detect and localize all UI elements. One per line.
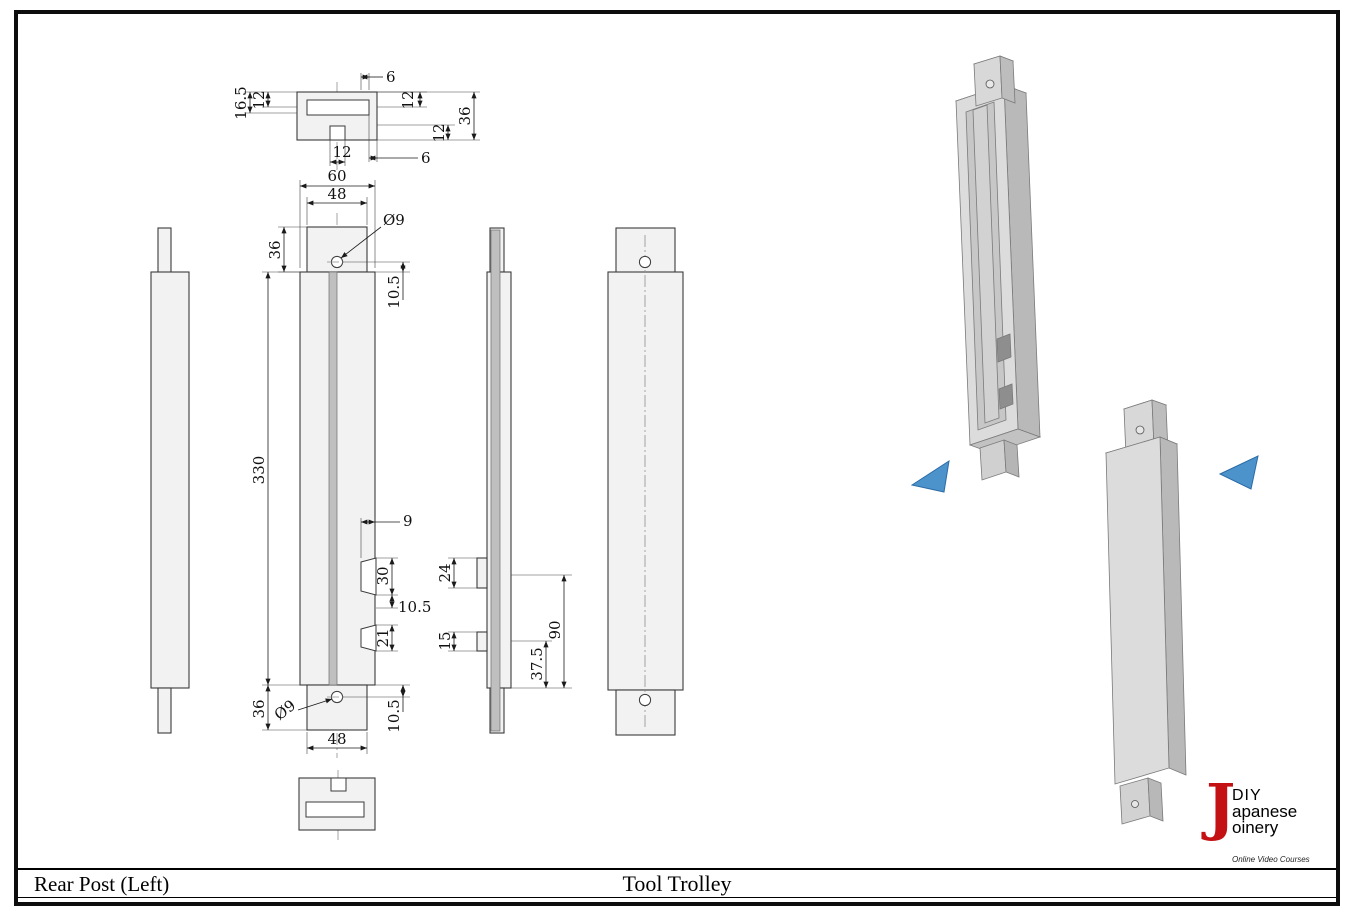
logo-line-joinery: oinery: [1232, 818, 1279, 837]
dim-label: 10.5: [398, 598, 431, 616]
dim-label: 21: [374, 628, 392, 647]
dim-label: 330: [250, 456, 268, 485]
dim-label: 9: [403, 512, 413, 530]
dim-label: 90: [546, 620, 564, 639]
dim-label: 6: [421, 149, 431, 167]
logo-j-glyph: J: [1206, 770, 1236, 843]
logo-line-diy: DIY: [1232, 787, 1262, 804]
view-bottom-section: [298, 770, 376, 840]
dim-label: 24: [436, 563, 454, 582]
dim-label: Ø9: [271, 696, 299, 724]
dim-label: 30: [374, 566, 392, 585]
isometric-view-plain: [1104, 399, 1187, 825]
dim-label: 48: [327, 185, 346, 203]
arrow-right-icon: [1218, 455, 1259, 490]
dim-label: Ø9: [383, 211, 405, 229]
dim-label: 15: [436, 631, 454, 650]
dim-label: 12: [430, 123, 448, 142]
project-name-label: Tool Trolley: [622, 871, 732, 896]
logo-line-japanese: apanese: [1232, 802, 1298, 821]
part-name-label: Rear Post (Left): [34, 872, 170, 896]
dim-label: 16.5: [232, 86, 250, 119]
dim-label: 10.5: [385, 699, 403, 732]
dim-label: 36: [266, 240, 284, 259]
view-rear: [607, 227, 684, 736]
dim-label: 60: [327, 167, 346, 185]
dim-label: 10.5: [385, 275, 403, 308]
view-left-profile: [150, 227, 190, 734]
company-logo: J DIY apanese oinery Online Video Course…: [1206, 776, 1312, 865]
dim-label: 37.5: [528, 647, 546, 680]
dim-label: 12: [399, 90, 417, 109]
view-front: 60 48 36 Ø9 10.5 330: [250, 167, 431, 758]
dim-label: 6: [386, 68, 396, 86]
assembly-arrows: [910, 455, 1259, 493]
dim-label: 36: [250, 699, 268, 718]
dim-label: 48: [327, 730, 346, 748]
view-side: 24 15 37.5 90: [436, 227, 572, 734]
logo-tagline: Online Video Courses: [1232, 855, 1310, 864]
view-top-section: 6 12 16.5 12 36 12 6: [232, 68, 480, 170]
dim-label: 36: [456, 106, 474, 125]
dim-label: 12: [332, 143, 351, 161]
arrow-left-icon: [910, 459, 950, 493]
logo-wordmark: DIY apanese oinery: [1232, 787, 1298, 837]
dim-label: 12: [250, 90, 268, 109]
title-bar: Rear Post (Left) Tool Trolley: [18, 868, 1336, 898]
isometric-view-grooved: [954, 55, 1042, 481]
